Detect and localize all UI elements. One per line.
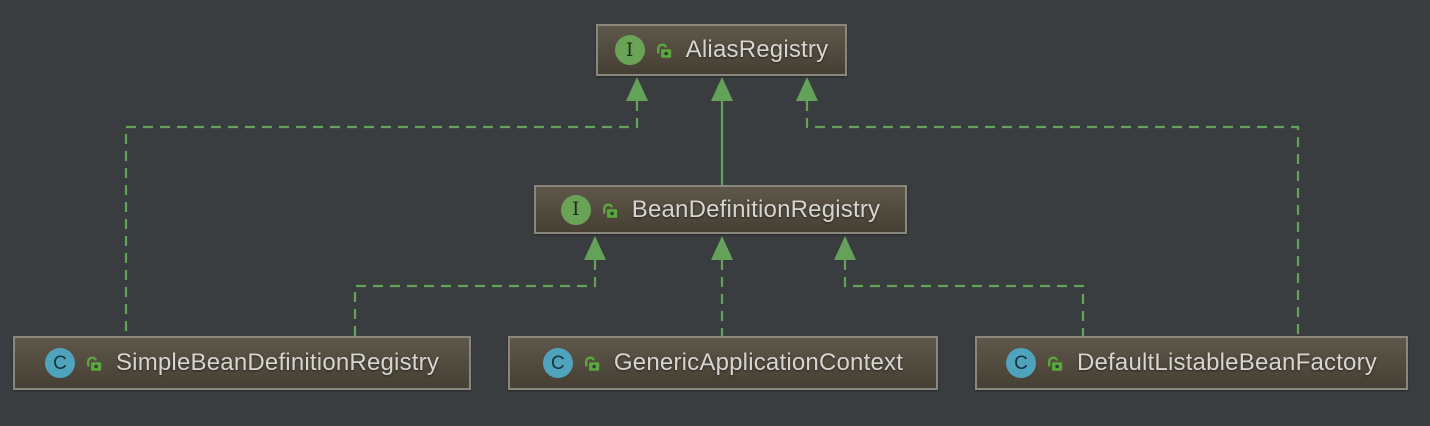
arrowhead-icon [834, 236, 856, 260]
class-icon: C [1005, 348, 1036, 378]
class-icon: C [542, 348, 573, 378]
node-label: BeanDefinitionRegistry [631, 195, 881, 223]
public-lock-icon [600, 200, 620, 220]
arrowhead-icon [584, 236, 606, 260]
public-lock-icon [654, 40, 674, 60]
node-label: SimpleBeanDefinitionRegistry [115, 349, 440, 376]
edge-genericapplicationcontext-implements-beandefinitionregistry [711, 236, 733, 336]
node-label: GenericApplicationContext [613, 349, 904, 376]
class-icon: C [44, 348, 75, 378]
node-label: DefaultListableBeanFactory [1076, 349, 1378, 376]
public-lock-icon [84, 353, 104, 373]
node-label: AliasRegistry [685, 36, 829, 63]
public-lock-icon [582, 353, 602, 373]
uml-node-generic-application-context[interactable]: C GenericApplicationContext [508, 336, 938, 390]
uml-node-default-listable-bean-factory[interactable]: C DefaultListableBeanFactory [975, 336, 1408, 390]
public-lock-icon [1045, 353, 1065, 373]
edge-simplebeandefinitionregistry-implements-beandefinitionregistry [353, 236, 606, 336]
uml-node-bean-definition-registry[interactable]: I BeanDefinitionRegistry [534, 185, 907, 234]
arrowhead-icon [711, 236, 733, 260]
arrowhead-icon [711, 77, 733, 101]
arrowhead-icon [626, 77, 648, 101]
arrowhead-icon [796, 77, 818, 101]
interface-icon: I [614, 35, 645, 65]
edge-defaultlistablebeanfactory-implements-beandefinitionregistry [834, 236, 1085, 336]
interface-icon: I [560, 194, 591, 225]
edge-beandefinitionregistry-extends-aliasregistry [711, 77, 733, 185]
uml-node-simple-bean-definition-registry[interactable]: C SimpleBeanDefinitionRegistry [13, 336, 471, 390]
uml-node-alias-registry[interactable]: I AliasRegistry [596, 24, 847, 76]
